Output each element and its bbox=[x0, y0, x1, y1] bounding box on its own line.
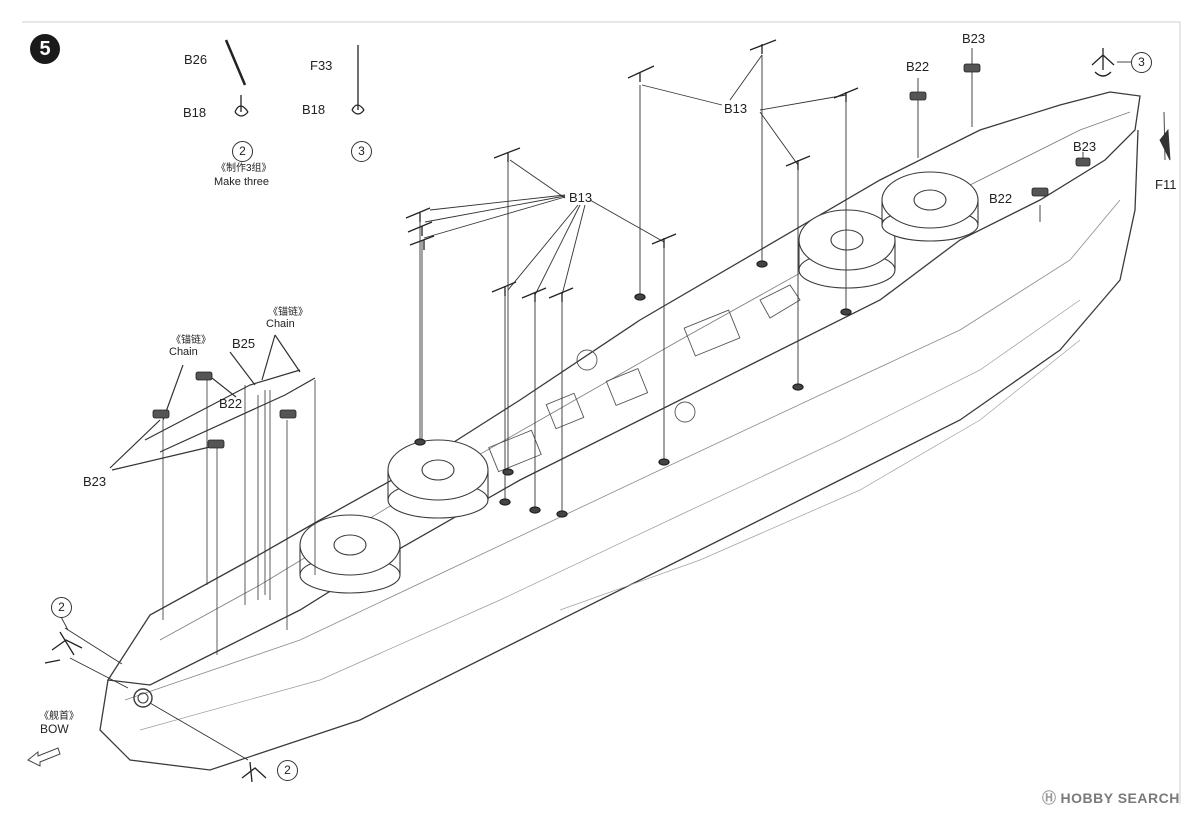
bow-cn-label: 《舰首》 bbox=[39, 711, 79, 722]
deck-hatch-icon bbox=[488, 284, 801, 473]
make-three-label: Make three bbox=[214, 176, 270, 188]
watermark-text: HOBBY SEARCH bbox=[1060, 790, 1180, 806]
watermark-mark-icon: Ⓗ bbox=[1042, 790, 1057, 806]
part-label-b23-bow: B23 bbox=[83, 474, 107, 489]
davit-leader-lines bbox=[419, 54, 847, 512]
subassembly-2-marker-bow: 2 bbox=[51, 597, 72, 618]
part-label-b23-stern: B23 bbox=[1073, 139, 1097, 154]
part-label-b26: B26 bbox=[184, 52, 208, 67]
part-label-b23-stern-top: B23 bbox=[962, 31, 986, 46]
part-label-b22-stern-top: B22 bbox=[906, 59, 930, 74]
subassembly-2-marker-keel: 2 bbox=[277, 760, 298, 781]
subassembly-3-marker: 3 bbox=[351, 141, 372, 162]
turret-icon bbox=[299, 171, 979, 594]
part-label-b18-right: B18 bbox=[302, 102, 326, 117]
bow-direction-arrow-icon bbox=[27, 747, 61, 767]
part-label-b13-aft: B13 bbox=[724, 101, 748, 116]
part-label-b18-left: B18 bbox=[183, 105, 207, 120]
part-label-b13-midship: B13 bbox=[569, 190, 593, 205]
connector-lines bbox=[59, 61, 1171, 761]
anchor-icon bbox=[44, 39, 1115, 783]
make-three-cn-label: 《制作3组》 bbox=[216, 163, 272, 174]
anchor-chain-icon bbox=[109, 334, 316, 655]
part-label-f33: F33 bbox=[310, 58, 333, 73]
bow-label: BOW bbox=[40, 722, 69, 736]
small-part-icon bbox=[152, 63, 1091, 449]
part-label-b22-stern: B22 bbox=[989, 191, 1013, 206]
chain-cn-label-left: 《锚链》 bbox=[171, 335, 211, 346]
part-label-b25: B25 bbox=[232, 336, 256, 351]
chain-label-left: Chain bbox=[169, 346, 198, 358]
part-label-f11: F11 bbox=[1155, 177, 1177, 192]
chain-label-right: Chain bbox=[266, 318, 295, 330]
davit-icon bbox=[405, 39, 859, 518]
chain-cn-label-right: 《锚链》 bbox=[268, 307, 308, 318]
subassembly-3-marker-stern: 3 bbox=[1131, 52, 1152, 73]
step-number-badge: 5 bbox=[30, 34, 60, 64]
part-label-b22-bow: B22 bbox=[219, 396, 243, 411]
subassembly-2-marker: 2 bbox=[232, 141, 253, 162]
